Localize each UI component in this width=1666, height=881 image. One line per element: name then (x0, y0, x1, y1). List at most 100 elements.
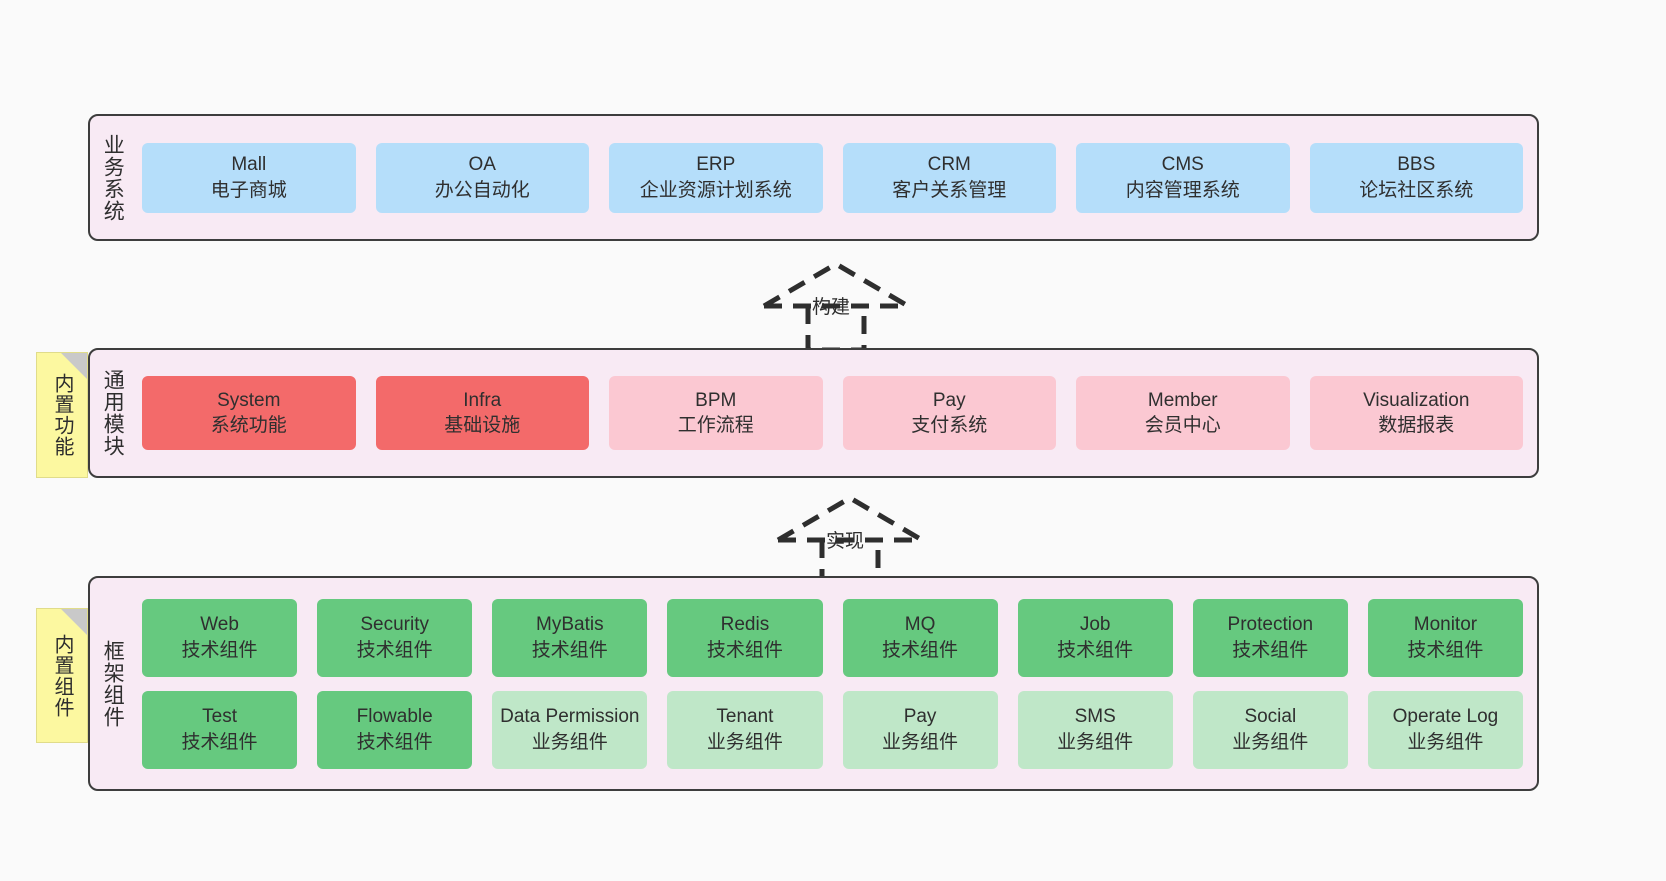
layer-common-body: System 系统功能 Infra 基础设施 BPM 工作流程 Pay 支付系统… (134, 350, 1537, 476)
common-card-visualization[interactable]: Visualization 数据报表 (1309, 376, 1523, 450)
business-card-cms[interactable]: CMS 内容管理系统 (1076, 142, 1290, 213)
framework-row-tech: Web 技术组件 Security 技术组件 MyBatis 技术组件 Redi… (142, 598, 1523, 677)
card-title: Pay (932, 389, 966, 411)
card-subtitle: 技术组件 (181, 639, 258, 661)
framework-card-social[interactable]: Social 业务组件 (1192, 690, 1348, 769)
card-subtitle: 业务组件 (1057, 731, 1134, 753)
card-title: Social (1244, 706, 1297, 728)
framework-card-security[interactable]: Security 技术组件 (317, 598, 473, 677)
framework-card-tenant[interactable]: Tenant 业务组件 (667, 690, 823, 769)
business-row: Mall 电子商城 OA 办公自动化 ERP 企业资源计划系统 CRM 客户关系… (142, 142, 1523, 213)
card-title: Tenant (716, 706, 774, 728)
card-subtitle: 技术组件 (1407, 639, 1484, 661)
card-title: Member (1147, 389, 1218, 411)
card-title: System (217, 389, 281, 411)
framework-card-protection[interactable]: Protection 技术组件 (1192, 598, 1348, 677)
framework-card-job[interactable]: Job 技术组件 (1017, 598, 1173, 677)
note-builtin-component: 内置组件 (36, 608, 88, 743)
card-subtitle: 支付系统 (911, 415, 988, 436)
card-title: Job (1079, 614, 1111, 636)
connector-implement-label: 实现 (826, 531, 865, 552)
framework-card-test[interactable]: Test 技术组件 (142, 690, 298, 769)
card-subtitle: 办公自动化 (434, 179, 530, 201)
layer-business-body: Mall 电子商城 OA 办公自动化 ERP 企业资源计划系统 CRM 客户关系… (134, 116, 1537, 239)
common-card-bpm[interactable]: BPM 工作流程 (609, 376, 823, 450)
card-subtitle: 论坛社区系统 (1359, 179, 1474, 201)
framework-card-mybatis[interactable]: MyBatis 技术组件 (492, 598, 648, 677)
business-card-crm[interactable]: CRM 客户关系管理 (842, 142, 1056, 213)
business-card-erp[interactable]: ERP 企业资源计划系统 (609, 142, 823, 213)
card-subtitle: 业务组件 (1407, 731, 1484, 753)
framework-card-redis[interactable]: Redis 技术组件 (667, 598, 823, 677)
connector-build-label: 构建 (812, 297, 851, 318)
card-subtitle: 业务组件 (706, 731, 783, 753)
layer-framework-body: Web 技术组件 Security 技术组件 MyBatis 技术组件 Redi… (134, 578, 1537, 789)
card-title: MyBatis (536, 614, 604, 636)
card-title: Monitor (1413, 614, 1478, 636)
framework-card-monitor[interactable]: Monitor 技术组件 (1367, 598, 1523, 677)
layer-common-title: 通用模块 (101, 369, 125, 457)
layer-common-modules: 通用模块 System 系统功能 Infra 基础设施 BPM 工作流程 Pay… (88, 348, 1539, 478)
card-subtitle: 技术组件 (882, 639, 959, 661)
card-subtitle: 电子商城 (210, 179, 287, 201)
card-subtitle: 技术组件 (356, 731, 433, 753)
card-title: Pay (903, 706, 937, 728)
framework-row-business: Test 技术组件 Flowable 技术组件 Data Permission … (142, 690, 1523, 769)
business-card-bbs[interactable]: BBS 论坛社区系统 (1309, 142, 1523, 213)
card-subtitle: 客户关系管理 (892, 179, 1007, 201)
card-title: BPM (695, 389, 737, 411)
card-subtitle: 企业资源计划系统 (639, 179, 792, 201)
framework-card-data-permission[interactable]: Data Permission 业务组件 (492, 690, 648, 769)
card-title: Redis (720, 614, 770, 636)
layer-framework-components: 框架组件 Web 技术组件 Security 技术组件 MyBatis 技术组件… (88, 576, 1539, 791)
card-subtitle: 数据报表 (1378, 415, 1455, 436)
card-title: MQ (904, 614, 936, 636)
card-subtitle: 系统功能 (210, 415, 287, 436)
layer-business-title: 业务系统 (101, 133, 125, 222)
card-subtitle: 技术组件 (1057, 639, 1134, 661)
card-subtitle: 技术组件 (706, 639, 783, 661)
framework-card-flowable[interactable]: Flowable 技术组件 (317, 690, 473, 769)
business-card-oa[interactable]: OA 办公自动化 (375, 142, 589, 213)
note-label: 内置组件 (51, 633, 73, 718)
framework-card-mq[interactable]: MQ 技术组件 (842, 598, 998, 677)
framework-card-sms[interactable]: SMS 业务组件 (1017, 690, 1173, 769)
note-label: 内置功能 (51, 373, 73, 457)
card-subtitle: 技术组件 (1232, 639, 1309, 661)
card-subtitle: 技术组件 (531, 639, 608, 661)
note-builtin-function: 内置功能 (36, 352, 88, 478)
common-card-infra[interactable]: Infra 基础设施 (375, 376, 589, 450)
card-title: Visualization (1363, 389, 1470, 411)
card-subtitle: 内容管理系统 (1125, 179, 1240, 201)
card-title: Test (202, 706, 237, 728)
common-row: System 系统功能 Infra 基础设施 BPM 工作流程 Pay 支付系统… (142, 376, 1523, 450)
card-subtitle: 技术组件 (181, 731, 258, 753)
framework-card-operate-log[interactable]: Operate Log 业务组件 (1367, 690, 1523, 769)
card-subtitle: 基础设施 (444, 415, 521, 436)
common-card-pay[interactable]: Pay 支付系统 (842, 376, 1056, 450)
card-subtitle: 业务组件 (882, 731, 959, 753)
card-title: Mall (231, 154, 267, 176)
note-fold-icon (61, 609, 87, 635)
common-card-member[interactable]: Member 会员中心 (1076, 376, 1290, 450)
card-title: Infra (463, 389, 502, 411)
layer-business-systems: 业务系统 Mall 电子商城 OA 办公自动化 ERP 企业资源计划系统 CRM… (88, 114, 1539, 241)
card-title: Web (200, 614, 239, 636)
card-subtitle: 工作流程 (677, 415, 754, 436)
framework-card-pay[interactable]: Pay 业务组件 (842, 690, 998, 769)
framework-card-web[interactable]: Web 技术组件 (142, 598, 298, 677)
card-subtitle: 会员中心 (1144, 415, 1221, 436)
card-title: CRM (927, 154, 971, 176)
card-title: OA (468, 154, 496, 176)
layer-framework-title: 框架组件 (101, 639, 125, 728)
card-title: Flowable (356, 706, 433, 728)
card-title: ERP (696, 154, 736, 176)
card-title: Operate Log (1392, 706, 1499, 728)
business-card-mall[interactable]: Mall 电子商城 (142, 142, 356, 213)
card-title: Security (360, 614, 429, 636)
common-card-system[interactable]: System 系统功能 (142, 376, 356, 450)
note-fold-icon (61, 353, 87, 379)
card-subtitle: 业务组件 (1232, 731, 1309, 753)
card-title: CMS (1161, 154, 1204, 176)
